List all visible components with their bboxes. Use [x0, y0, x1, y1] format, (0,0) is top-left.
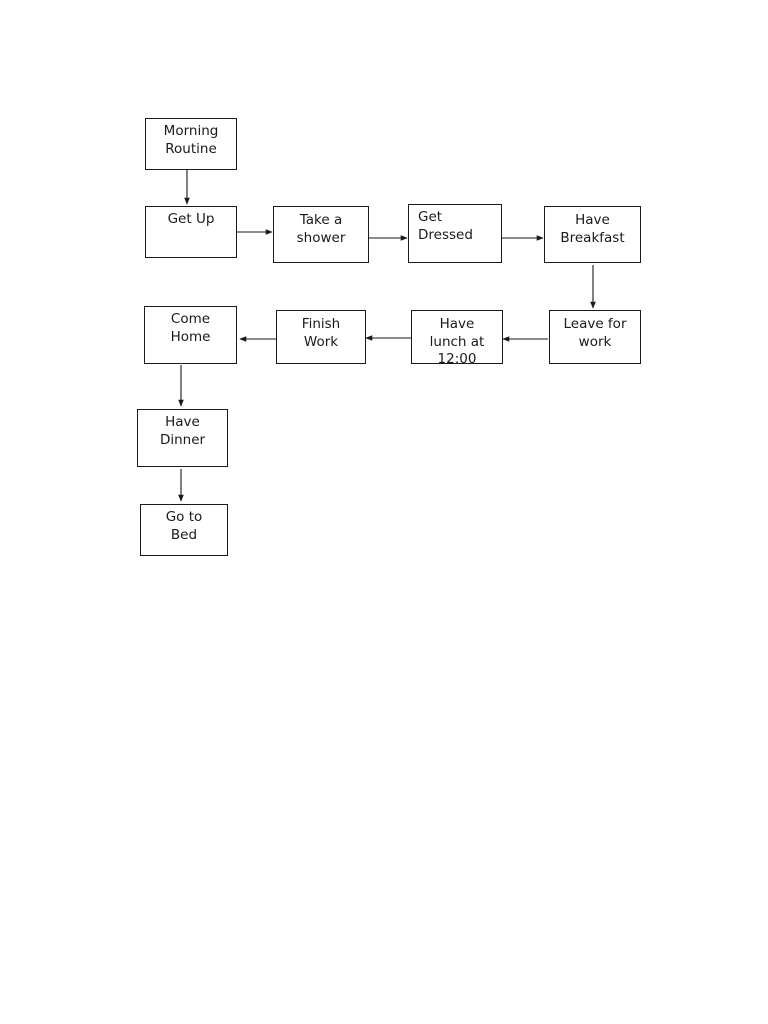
node-have-breakfast: Have Breakfast — [544, 206, 641, 263]
node-have-breakfast-label: Have Breakfast — [560, 212, 625, 246]
node-get-up: Get Up — [145, 206, 237, 258]
node-leave-for-work: Leave for work — [549, 310, 641, 364]
node-have-lunch: Have lunch at 12:00 — [411, 310, 503, 364]
node-have-dinner-label: Have Dinner — [159, 414, 206, 448]
node-have-lunch-label: Have lunch at 12:00 — [429, 316, 485, 364]
node-leave-for-work-label: Leave for work — [563, 316, 627, 350]
node-morning-routine: Morning Routine — [145, 118, 237, 170]
node-come-home-label: Come Home — [170, 311, 211, 345]
node-take-shower: Take a shower — [273, 206, 369, 263]
node-have-dinner: Have Dinner — [137, 409, 228, 467]
node-get-dressed: Get Dressed — [408, 204, 502, 263]
node-get-up-label: Get Up — [167, 211, 215, 227]
node-get-dressed-label: Get Dressed — [418, 209, 473, 243]
node-finish-work-label: Finish Work — [301, 316, 341, 350]
node-go-to-bed-label: Go to Bed — [165, 509, 203, 543]
node-take-shower-label: Take a shower — [296, 212, 346, 246]
node-come-home: Come Home — [144, 306, 237, 364]
node-finish-work: Finish Work — [276, 310, 366, 364]
node-go-to-bed: Go to Bed — [140, 504, 228, 556]
node-morning-routine-label: Morning Routine — [163, 123, 219, 157]
